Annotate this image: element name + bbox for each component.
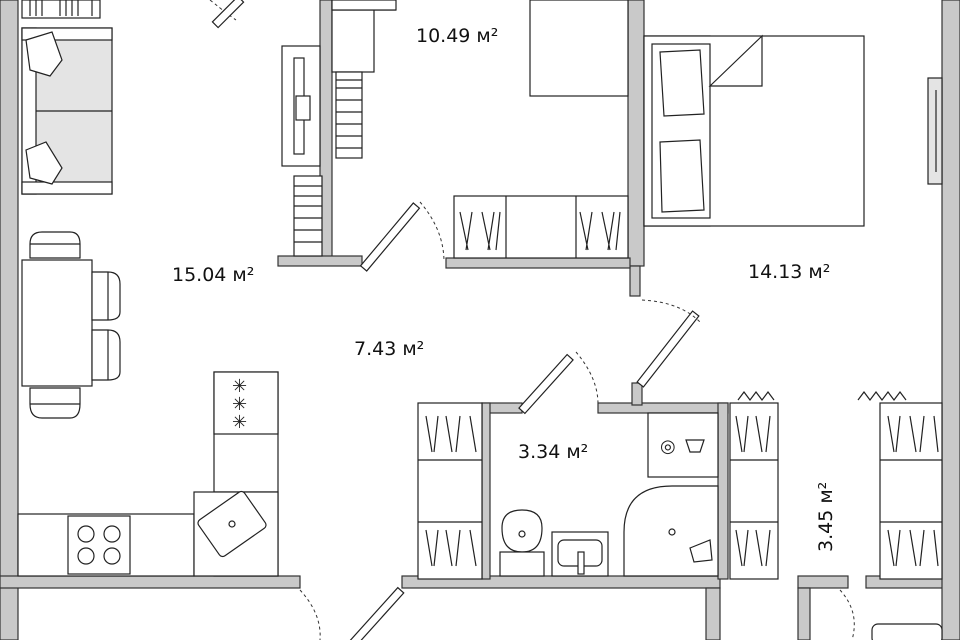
shelf-books-lower bbox=[293, 175, 323, 257]
wall-bottom-right bbox=[797, 575, 849, 589]
bed-pillow-top bbox=[659, 49, 705, 117]
hall-wardrobes bbox=[417, 391, 943, 640]
doors bbox=[209, 0, 855, 640]
door-leaf-kitchen bbox=[359, 202, 421, 272]
svg-text:✳: ✳ bbox=[232, 412, 247, 433]
dining-chairs bbox=[29, 231, 121, 419]
living-room-furniture: ✳ ✳ ✳ bbox=[17, 0, 279, 577]
shelf-books-upper bbox=[335, 71, 363, 159]
area-bedroom-right: 14.13 м² bbox=[748, 261, 830, 283]
door-leaf-bedroom-right bbox=[636, 310, 700, 388]
wardrobe-hall bbox=[453, 195, 629, 259]
cooktop-burners: ✳ ✳ ✳ bbox=[232, 376, 247, 433]
kitchen-sink-drain bbox=[228, 520, 236, 528]
toilet-tank bbox=[499, 551, 545, 577]
wall-bottom-right-stub bbox=[797, 587, 811, 640]
door-arc-top-left bbox=[209, 0, 237, 21]
shelf-top bbox=[331, 0, 375, 73]
door-arc-bath bbox=[575, 351, 599, 405]
door-arc-bottom-left bbox=[299, 589, 321, 640]
wardrobe-hangers bbox=[459, 211, 621, 251]
svg-text:✳: ✳ bbox=[232, 394, 247, 415]
wall-stub-hall bbox=[631, 382, 643, 406]
bath-sink-faucet bbox=[577, 551, 585, 575]
shelf-top-wide bbox=[331, 0, 397, 11]
door-leaf-bath bbox=[518, 353, 574, 415]
wall-bath-left bbox=[481, 402, 491, 580]
wall-right-outer bbox=[941, 0, 960, 640]
dining-table bbox=[21, 259, 93, 387]
door-arc-bedroom-right bbox=[641, 299, 701, 323]
bed-blanket-fold bbox=[708, 34, 763, 87]
wall-bath-top-right bbox=[597, 402, 729, 414]
shower-faucet bbox=[689, 539, 713, 563]
bedroom-right-furniture bbox=[643, 34, 943, 227]
wash-symbol bbox=[685, 439, 705, 453]
wall-bottom-left bbox=[0, 575, 301, 589]
bookshelf bbox=[21, 0, 101, 19]
sink-bottom-right bbox=[871, 623, 943, 640]
stove-burners bbox=[77, 525, 121, 565]
wall-bedroom-partition bbox=[627, 0, 645, 267]
door-leaf-top-left bbox=[211, 0, 245, 29]
area-loggia: 3.45 м² bbox=[815, 482, 837, 552]
shower-drain bbox=[668, 528, 676, 536]
sofa-pillow-bottom bbox=[25, 141, 63, 185]
svg-text:✳: ✳ bbox=[232, 376, 247, 397]
desk bbox=[529, 0, 629, 97]
area-hallway: 7.43 м² bbox=[354, 338, 424, 360]
bedroom-top-furniture bbox=[453, 0, 629, 259]
cooktop bbox=[213, 371, 279, 435]
zigzag-loggia-left bbox=[737, 391, 775, 401]
area-bathroom: 3.34 м² bbox=[518, 441, 588, 463]
wall-hall-top-middle bbox=[445, 257, 631, 269]
bookshelf-books bbox=[29, 0, 93, 16]
area-bedroom-top: 10.49 м² bbox=[416, 25, 498, 47]
wall-bottom-middle-stub bbox=[705, 587, 721, 640]
tv-base bbox=[295, 95, 311, 121]
bathroom-furniture: ◎ bbox=[499, 412, 719, 577]
door-arc-kitchen bbox=[419, 201, 445, 263]
area-living: 15.04 м² bbox=[172, 264, 254, 286]
bed-pillow-bottom bbox=[659, 139, 705, 213]
zigzag-loggia-right bbox=[857, 391, 907, 401]
door-arc-bottom-right bbox=[839, 589, 855, 640]
wall-bath-right bbox=[717, 402, 729, 580]
wardrobe-loggia-left bbox=[729, 402, 779, 580]
wall-bedroom-stub bbox=[629, 265, 641, 297]
sofa-arm-bottom bbox=[21, 181, 113, 195]
wall-tv bbox=[927, 77, 943, 185]
partition-furniture bbox=[281, 0, 397, 257]
wall-hall-top-left bbox=[277, 255, 363, 267]
sofa-pillow-top bbox=[25, 31, 63, 77]
room-labels: 10.49 м² 15.04 м² 14.13 м² 7.43 м² 3.34 … bbox=[172, 25, 837, 552]
svg-text:◎: ◎ bbox=[660, 436, 676, 457]
wall-left-outer bbox=[0, 0, 19, 640]
door-leaf-bottom-middle bbox=[343, 586, 405, 640]
wardrobe-loggia-right bbox=[879, 402, 943, 580]
toilet-button bbox=[518, 530, 526, 538]
stove bbox=[67, 515, 131, 575]
washing-machine bbox=[647, 412, 719, 478]
